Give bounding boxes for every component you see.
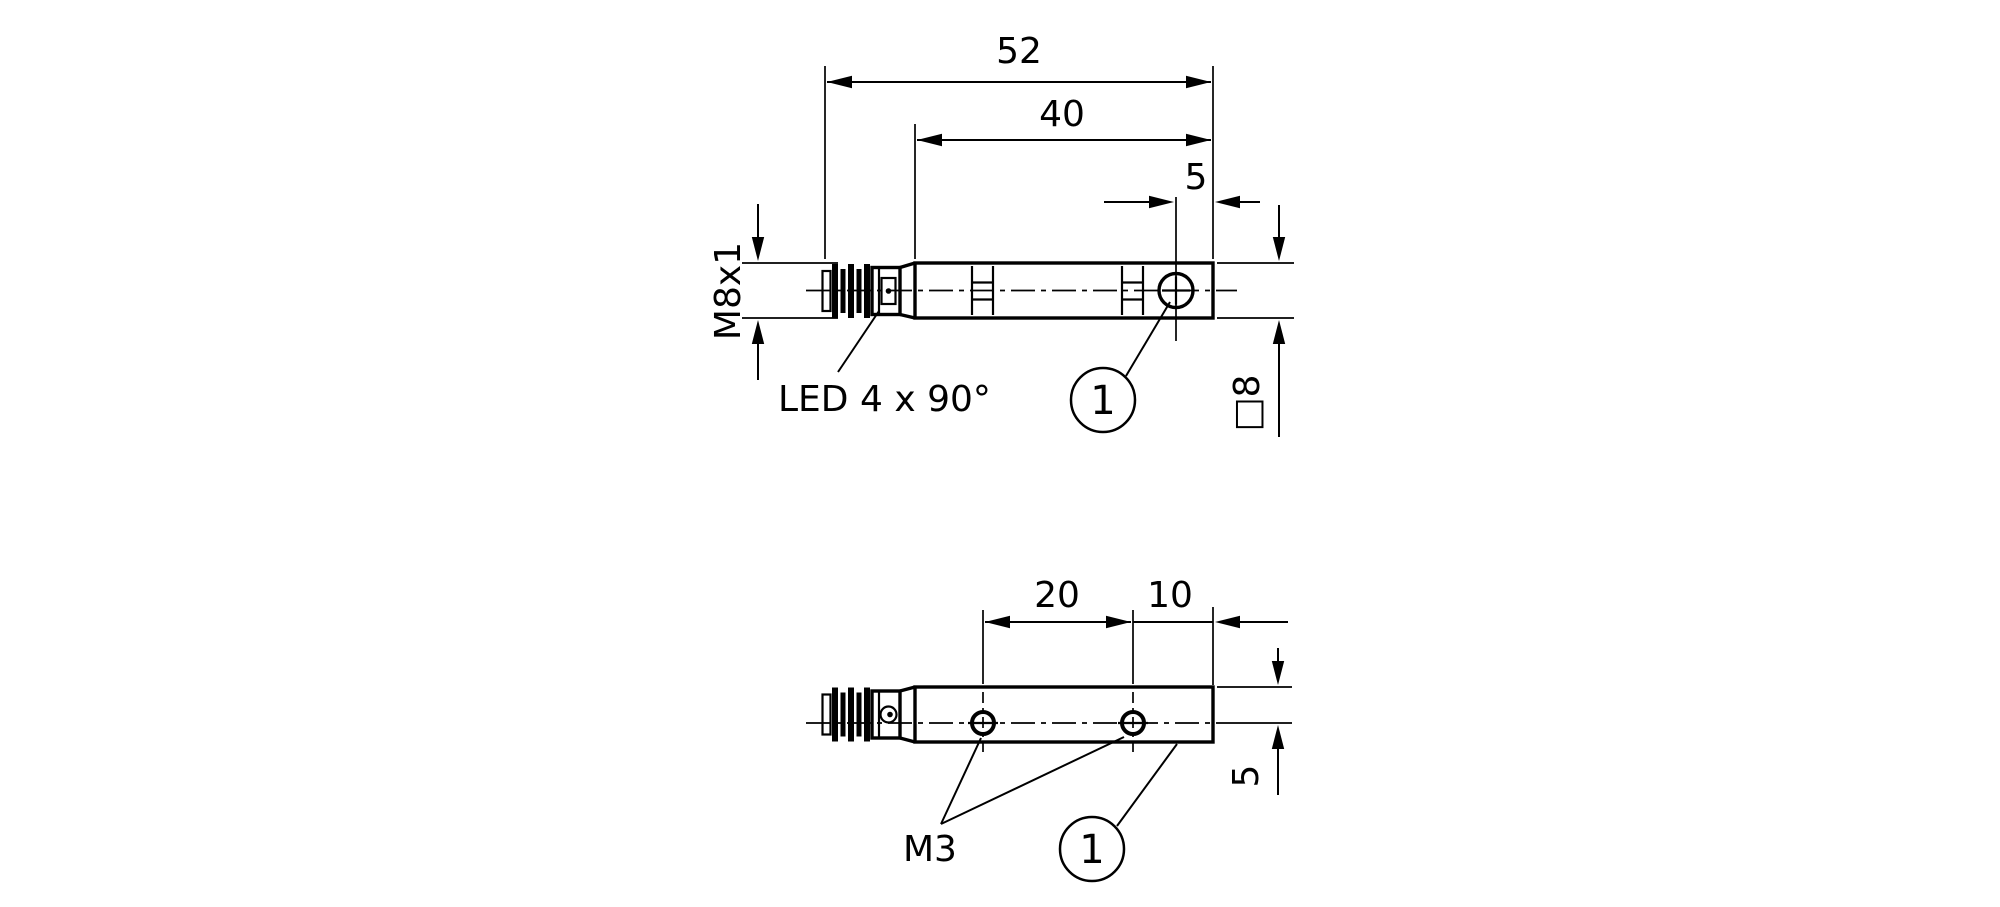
thread-hatch-bar [848,264,854,318]
top-view: 52 40 5 M8x1 [708,31,1294,437]
arrowhead-left [1215,195,1240,209]
m3-hole-edge-2 [1120,266,1145,315]
thread-hatch-bar [848,687,854,742]
taper-line [899,685,916,693]
led-window [880,276,897,306]
led-window [879,705,898,724]
arrowhead-up [1271,725,1285,749]
dim-body-length: 40 [914,94,1211,259]
dim-40-label: 40 [1039,94,1085,135]
callout-number: 1 [1090,378,1115,424]
taper-line [899,312,916,320]
taper-line [899,261,916,270]
square-8-label: □8 [1227,375,1268,432]
callout-1-bottom: 1 [1058,743,1178,883]
thread-hatch-bar [856,692,862,737]
sensor-body [913,685,1215,744]
led-dot [885,288,892,294]
led-annotation: LED 4 x 90° [778,310,991,420]
sensor-body [913,261,1215,320]
arrowhead-down [1272,237,1286,261]
arrowhead-up [1272,320,1286,344]
dim-hole-axis-offset: 5 [1216,648,1292,795]
dim-52-label: 52 [996,31,1042,72]
dim-5-label: 5 [1185,157,1208,198]
leader-line [940,737,982,825]
leader-line [1125,301,1171,377]
dim-connector-thread: M8x1 [708,204,838,380]
arrowhead-down [1271,661,1285,685]
adjustment-screw [1157,271,1195,310]
thread-hatch-bar [864,687,870,742]
arrowhead-up [751,320,765,344]
connector-cap [870,689,902,740]
connector-tip [821,693,832,736]
arrowhead-left [827,75,852,89]
m3-annotation: M3 [903,736,1125,870]
led-label: LED 4 x 90° [778,379,991,420]
arrowhead-down [751,237,765,261]
arrowhead-right [1186,133,1211,147]
connector-cap [870,265,902,317]
arrowhead-left [985,615,1010,629]
sensor-side-view [806,261,1237,320]
sensor-bottom-view [806,685,1215,752]
leader-line [940,736,1125,825]
m3-hole-edge-1 [970,266,995,315]
dim-screw-offset: 5 [1104,157,1260,341]
dim-total-length: 52 [824,31,1214,259]
callout-1-top: 1 [1069,301,1171,434]
arrowhead-right [1106,615,1131,629]
callout-circle [1058,815,1126,883]
led-dot [887,711,893,718]
dim-10-label: 10 [1147,575,1193,616]
arrowhead-right [1149,195,1174,209]
dim-20-label: 20 [1034,575,1080,616]
arrowhead-left [917,133,942,147]
dim-hole-to-end: 10 [1133,575,1288,685]
thread-hatch-bar [856,269,862,313]
m8-connector [821,685,916,744]
connector-tip [821,269,832,313]
m3-mounting-hole-2 [1118,692,1148,752]
m3-label: M3 [903,829,957,870]
callout-number: 1 [1079,827,1104,873]
dim-square-section: □8 [1217,205,1294,437]
dim-5-bottom-label: 5 [1226,765,1267,788]
screw-head-circle [1157,271,1195,310]
thread-hatch-bar [864,264,870,318]
thread-hatch-bar [840,269,846,313]
dim-hole-spacing: 20 [982,575,1134,684]
thread-m8x1-label: M8x1 [708,242,749,340]
leader-line [1116,743,1178,827]
taper-line [899,736,916,744]
leader-line [837,310,880,373]
m8-connector [821,261,916,320]
m3-mounting-hole-1 [968,692,998,752]
thread-hatch-bar [832,687,838,742]
callout-circle [1069,366,1137,434]
arrowhead-left [1215,615,1240,629]
thread-hatch-bar [840,692,846,737]
thread-hatch-bar [832,264,838,318]
arrowhead-right [1186,75,1211,89]
bottom-view: 20 10 5 [806,575,1292,883]
